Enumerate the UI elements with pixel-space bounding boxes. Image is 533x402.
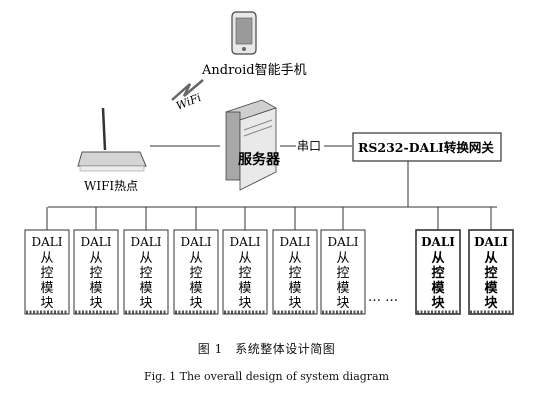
dali-module-box [272, 229, 318, 315]
dali-module-box [73, 229, 119, 315]
module-label-line1: DALI [181, 235, 212, 249]
module-label-line2: 从 [336, 251, 349, 266]
dali-module-box [123, 229, 169, 315]
module-label-line4: 模 [431, 280, 445, 296]
module-label-line3: 控 [484, 265, 497, 281]
module-label-line4: 模 [238, 281, 251, 296]
phone-icon [231, 11, 257, 55]
dali-module-group: DALI从控模块DALI从控模块DALI从控模块DALI从控模块DALI从控模块… [24, 207, 514, 315]
module-label-line3: 控 [189, 266, 202, 281]
module-label-line1: DALI [81, 235, 112, 249]
module-label-line3: 控 [431, 265, 444, 281]
module-label-line4: 模 [288, 281, 301, 296]
module-label-line5: 块 [336, 296, 349, 311]
dali-module-box [415, 229, 461, 315]
gateway-label: RS232-DALI转换网关 [358, 140, 494, 155]
hotspot-label: WIFI热点 [84, 179, 138, 193]
module-label-line2: 从 [484, 251, 497, 266]
module-label-line2: 从 [238, 251, 251, 266]
module-label-line4: 模 [336, 281, 349, 296]
module-label-line4: 模 [89, 281, 102, 296]
dali-module-box [173, 229, 219, 315]
module-label-line1: DALI [131, 235, 162, 249]
figure-caption-zh: 图 1 系统整体设计简图 [197, 342, 336, 356]
module-label-line3: 控 [288, 266, 301, 281]
module-label-line4: 模 [189, 281, 202, 296]
module-label-line5: 块 [288, 296, 301, 311]
module-label-line5: 块 [139, 296, 152, 311]
module-label-line1: DALI [32, 235, 63, 249]
module-label-line5: 块 [89, 296, 102, 311]
module-label-line5: 块 [40, 296, 53, 311]
module-label-line4: 模 [484, 280, 498, 296]
wifi-signal-icon [171, 79, 204, 101]
figure-caption-en: Fig. 1 The overall design of system diag… [143, 370, 390, 383]
module-label-line3: 控 [40, 266, 53, 281]
module-ellipsis: … … [368, 290, 398, 305]
module-label-line2: 从 [189, 251, 202, 266]
module-label-line4: 模 [40, 281, 53, 296]
module-label-line1: DALI [230, 235, 261, 249]
module-label-line5: 块 [484, 295, 498, 311]
module-label-line5: 块 [189, 296, 202, 311]
module-label-line2: 从 [288, 251, 301, 266]
module-label-line5: 块 [431, 295, 445, 311]
router-icon [77, 107, 147, 172]
server-icon [225, 99, 277, 191]
dali-module-box [24, 229, 70, 315]
gateway-box [352, 132, 502, 162]
dali-module-box [222, 229, 268, 315]
module-label-line2: 从 [139, 251, 152, 266]
phone-label: Android智能手机 [201, 63, 307, 78]
module-label-line1: DALI [421, 235, 455, 249]
dali-module-box [468, 229, 514, 315]
module-label-line3: 控 [89, 266, 102, 281]
module-label-line5: 块 [238, 296, 251, 311]
module-label-line3: 控 [238, 266, 251, 281]
module-label-line1: DALI [328, 235, 359, 249]
module-label-line1: DALI [280, 235, 311, 249]
server-label: 服务器 [238, 151, 281, 168]
module-label-line2: 从 [431, 251, 444, 266]
module-label-line3: 控 [336, 266, 349, 281]
dali-module-box [320, 229, 366, 315]
module-label-line3: 控 [139, 266, 152, 281]
module-label-line2: 从 [89, 251, 102, 266]
module-label-line1: DALI [474, 235, 508, 249]
module-label-line2: 从 [40, 251, 53, 266]
serial-label: 串口 [297, 139, 321, 153]
module-label-line4: 模 [139, 281, 152, 296]
